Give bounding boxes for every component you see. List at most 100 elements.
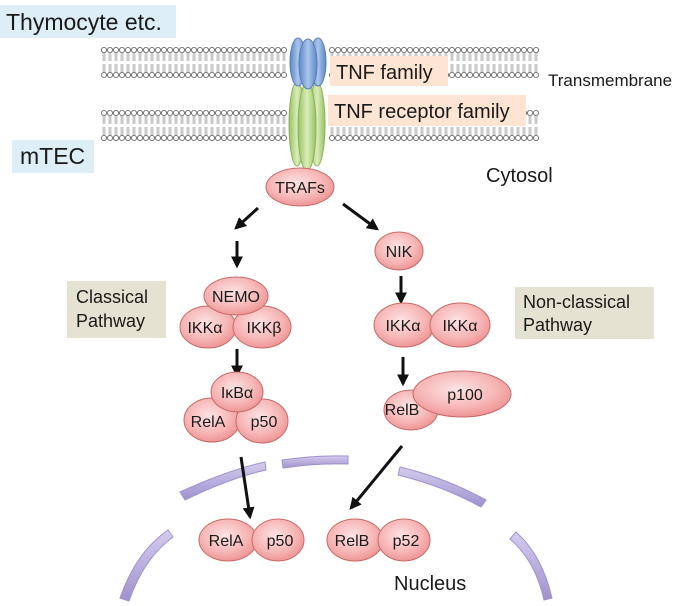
lipid-head — [100, 126, 108, 142]
lipid-head — [100, 109, 108, 125]
lipid-head — [220, 46, 228, 62]
lipid-head — [184, 63, 192, 79]
lipid-head — [508, 126, 516, 142]
lipid-head — [502, 46, 510, 62]
classical-pathway-box — [67, 281, 166, 338]
lipid-head — [520, 46, 528, 62]
lipid-head — [106, 126, 114, 142]
lipid-head — [226, 46, 234, 62]
lipid-head — [112, 109, 120, 125]
lipid-head — [502, 126, 510, 142]
lipid-head — [172, 126, 180, 142]
lipid-head — [202, 126, 210, 142]
nemo-label: NEMO — [212, 289, 260, 306]
lipid-head — [526, 126, 534, 142]
nemo-node — [203, 276, 269, 316]
lipid-head — [514, 63, 522, 79]
lipid-head — [214, 46, 222, 62]
lipid-head — [454, 126, 462, 142]
lipid-head — [412, 126, 420, 142]
lipid-head — [388, 126, 396, 142]
lipid-head — [274, 63, 282, 79]
lipid-head — [154, 63, 162, 79]
lipid-head — [112, 63, 120, 79]
lipid-head — [124, 63, 132, 79]
lipid-head — [490, 63, 498, 79]
lipid-head — [244, 63, 252, 79]
lipid-head — [214, 63, 222, 79]
lipid-head — [448, 63, 456, 79]
lipid-head — [208, 109, 216, 125]
thymocyte-label: Thymocyte etc. — [6, 9, 162, 35]
lipid-head — [532, 46, 540, 62]
lipid-head — [442, 126, 450, 142]
nuclear-envelope-segment — [509, 531, 553, 601]
lipid-head — [166, 109, 174, 125]
lipid-head — [178, 63, 186, 79]
lipid-head — [124, 126, 132, 142]
lipid-head — [196, 63, 204, 79]
ikk-alpha-nc-node-2 — [429, 302, 491, 348]
lipid-head — [502, 63, 510, 79]
lipid-head — [160, 63, 168, 79]
lipid-head — [274, 126, 282, 142]
lipid-head — [172, 63, 180, 79]
lipid-head — [118, 109, 126, 125]
lipid-head — [214, 109, 222, 125]
lipid-head — [280, 46, 288, 62]
lipid-head — [172, 109, 180, 125]
nonclassical-pathway-box — [515, 287, 654, 339]
lipid-head — [136, 126, 144, 142]
lipid-head — [148, 46, 156, 62]
trafs-label: TRAFs — [275, 180, 325, 197]
lipid-head — [238, 109, 246, 125]
nik-node — [374, 231, 424, 271]
lipid-head — [142, 63, 150, 79]
lipid-head — [340, 126, 348, 142]
p50-cytosol-label: p50 — [251, 414, 278, 431]
lipid-head — [430, 126, 438, 142]
lipid-head — [370, 126, 378, 142]
nonclassical-pathway-label-line1: Non-classical — [523, 292, 630, 312]
lipid-head — [220, 126, 228, 142]
lipid-head — [154, 109, 162, 125]
lipid-head — [166, 126, 174, 142]
lipid-head — [262, 109, 270, 125]
ikb-alpha-label: IκBα — [221, 385, 253, 402]
tnf-family-label-box — [330, 56, 448, 86]
classical-pathway-label-line2: Pathway — [76, 311, 145, 331]
lipid-head — [100, 63, 108, 79]
tnf-receptor-subunit — [297, 82, 317, 172]
p50-nucleus-label: p50 — [267, 533, 294, 550]
lipid-head — [112, 126, 120, 142]
lipid-head — [160, 109, 168, 125]
nuclear-envelope-segment — [119, 529, 174, 602]
lipid-head — [490, 126, 498, 142]
lipid-head — [526, 109, 534, 125]
lipid-head — [514, 126, 522, 142]
lipid-head — [190, 109, 198, 125]
lipid-head — [418, 126, 426, 142]
lipid-head — [508, 46, 516, 62]
lipid-head — [352, 126, 360, 142]
lipid-head — [148, 109, 156, 125]
lipid-head — [364, 126, 372, 142]
ikk-alpha-classical-label: IKKα — [187, 320, 222, 337]
tnf-receptor-label-box — [328, 95, 526, 126]
lipid-head — [184, 109, 192, 125]
lipid-head — [400, 126, 408, 142]
lipid-head — [238, 46, 246, 62]
lipid-head — [238, 126, 246, 142]
lipid-head — [526, 46, 534, 62]
lipid-head — [520, 126, 528, 142]
lipid-head — [136, 46, 144, 62]
nik-label: NIK — [386, 244, 413, 261]
tnf-receptor-complex — [288, 37, 327, 172]
lipid-head — [250, 109, 258, 125]
lipid-head — [154, 46, 162, 62]
lipid-head — [346, 126, 354, 142]
tnf-receptor-label: TNF receptor family — [334, 101, 510, 123]
lipid-head — [118, 63, 126, 79]
lipid-head — [478, 126, 486, 142]
